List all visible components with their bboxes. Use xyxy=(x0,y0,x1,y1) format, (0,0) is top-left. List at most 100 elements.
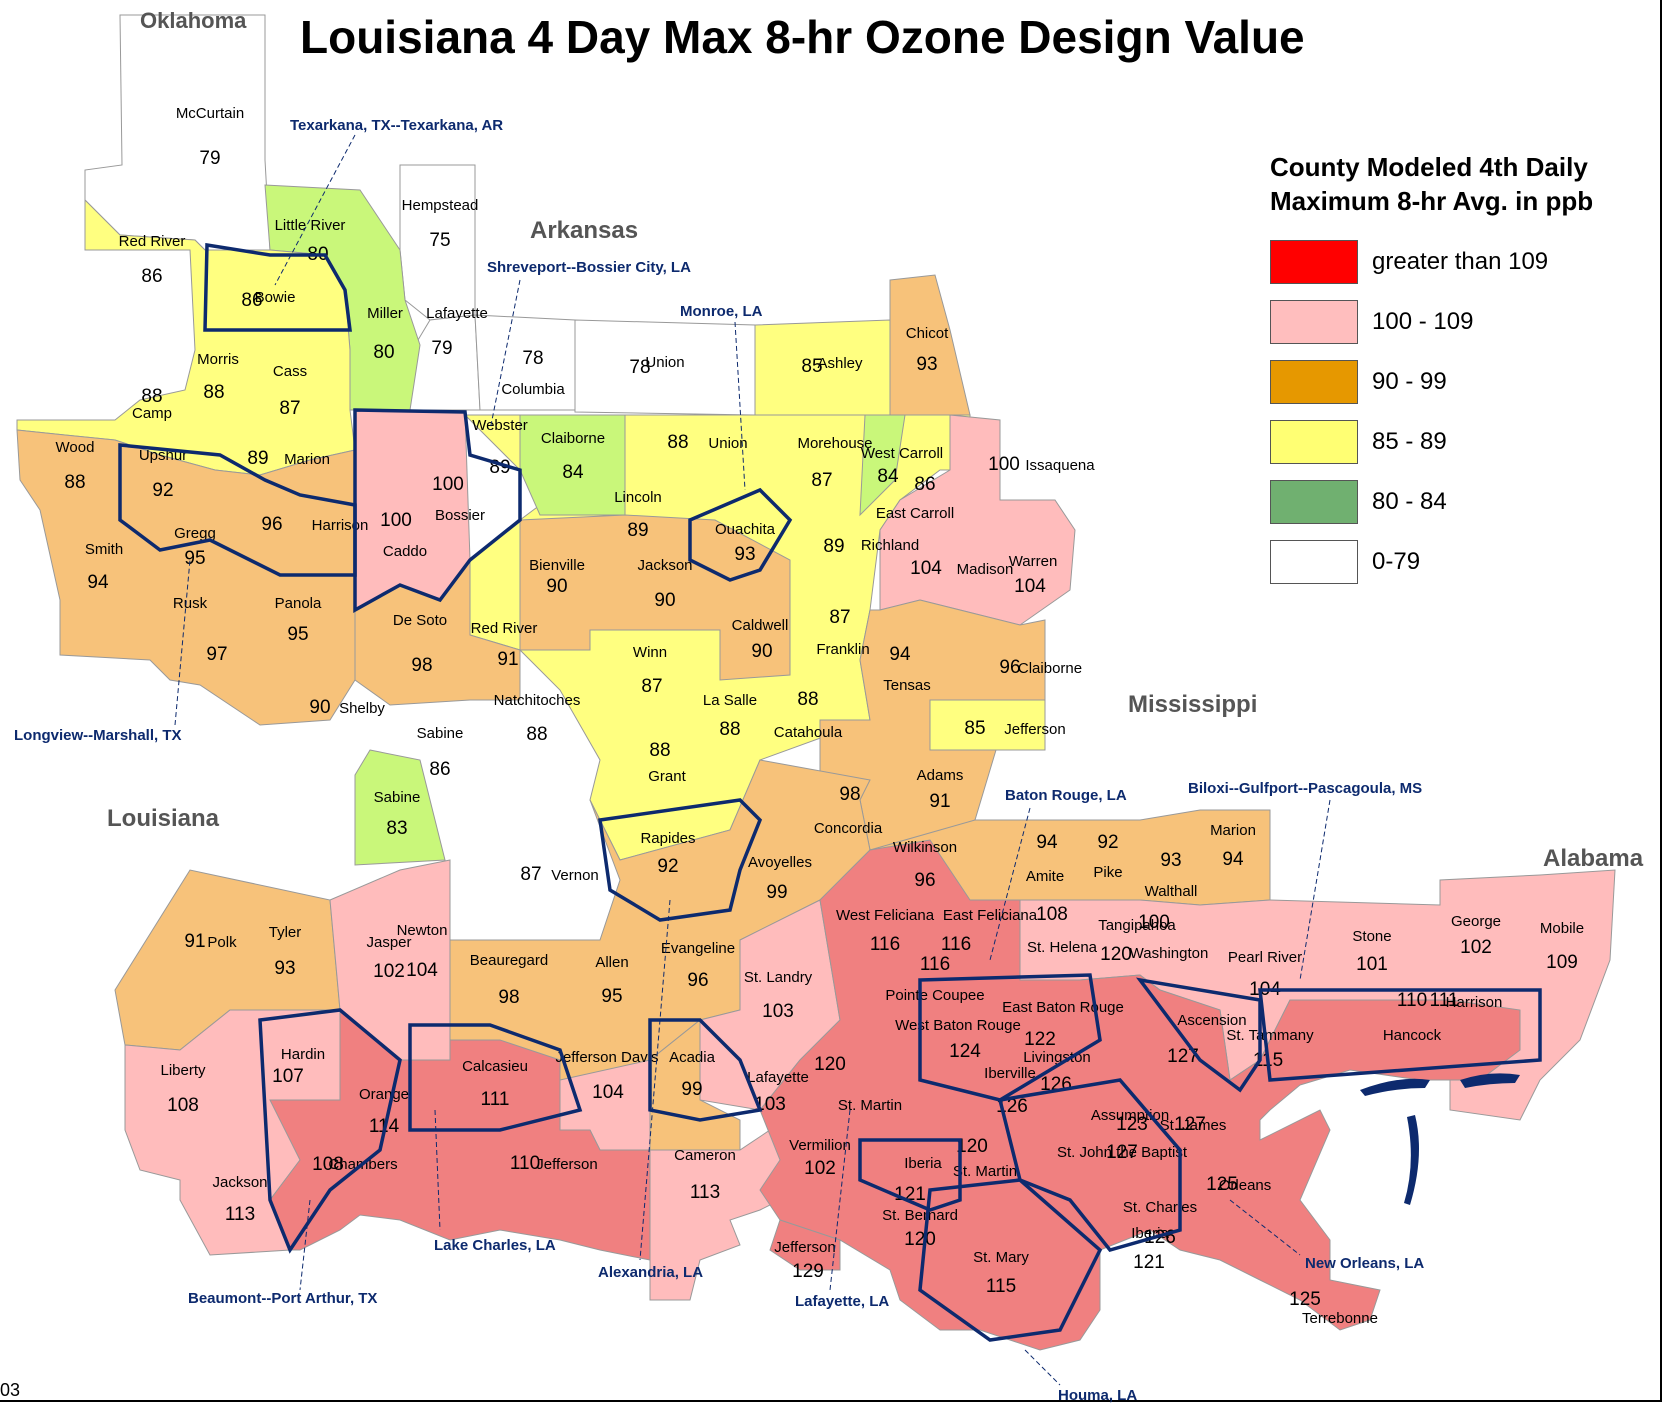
county-value: 93 xyxy=(734,544,755,565)
county-name: Terrebonne xyxy=(1302,1310,1378,1327)
county-label: Richland 89 xyxy=(823,536,919,557)
region-claiborne-la xyxy=(519,414,626,516)
msa-label-beaumont: Beaumont--Port Arthur, TX xyxy=(188,1290,377,1307)
county-value: 110 xyxy=(510,1153,540,1174)
county-name: Lafourche xyxy=(0,0,33,4)
county-name: George xyxy=(1451,913,1501,930)
county-name: Issaquena xyxy=(1025,457,1095,474)
county-name: Caldwell xyxy=(732,617,789,634)
county-name: Walthall xyxy=(1145,883,1198,900)
legend-swatch xyxy=(1270,240,1358,284)
county-name: Stone xyxy=(1352,928,1391,945)
county-name: Richland xyxy=(861,537,919,554)
county-name: Orleans xyxy=(1219,1177,1272,1194)
county-name: Vermilion xyxy=(789,1137,851,1154)
county-value: 92 xyxy=(1097,832,1118,853)
county-name: Hempstead xyxy=(402,197,479,214)
county-name: East Carroll xyxy=(876,505,954,522)
county-value: 111 xyxy=(1430,990,1459,1011)
county-value: 98 xyxy=(498,987,519,1008)
county-name: Miller xyxy=(367,305,403,322)
county-name: Union xyxy=(708,435,747,452)
county-name: Evangeline xyxy=(661,940,735,957)
county-name: Wilkinson xyxy=(893,839,957,856)
county-value: 86 xyxy=(914,474,935,495)
county-name: Jefferson xyxy=(536,1156,597,1173)
county-name: Washington xyxy=(1130,945,1209,962)
county-name: Tensas xyxy=(883,677,931,694)
county-name: St. Mary xyxy=(973,1249,1029,1266)
county-name: Gregg xyxy=(174,525,216,542)
legend-title: County Modeled 4th Daily Maximum 8-hr Av… xyxy=(1270,150,1593,218)
msa-outlines xyxy=(118,242,1542,1342)
county-name: Caddo xyxy=(383,543,427,560)
county-name: St. John the Baptist xyxy=(1057,1144,1188,1161)
county-name: Union xyxy=(645,354,684,371)
county-value: 90 xyxy=(751,641,772,662)
county-name: Marion xyxy=(1210,822,1256,839)
county-value: 110 xyxy=(1397,990,1427,1011)
county-value: 88 xyxy=(719,719,740,740)
county-value: 88 xyxy=(797,689,818,710)
county-value: 94 xyxy=(87,572,109,593)
county-name: Chicot xyxy=(906,325,949,342)
county-value: 96 xyxy=(261,514,282,535)
county-value: 121 xyxy=(1133,1252,1165,1273)
county-name: Concordia xyxy=(814,820,883,837)
msa-label-alexandria: Alexandria, LA xyxy=(598,1264,703,1281)
county-name: Jefferson xyxy=(1004,721,1065,738)
county-name: St. Landry xyxy=(744,969,813,986)
county-name: La Salle xyxy=(703,692,757,709)
county-value: 124 xyxy=(949,1041,981,1062)
county-name: Winn xyxy=(633,644,667,661)
msa-label-baton-rouge: Baton Rouge, LA xyxy=(1005,787,1127,804)
legend-row: 80 - 84 xyxy=(1270,480,1600,526)
county-value: 95 xyxy=(287,624,308,645)
county-value: 89 xyxy=(247,448,268,469)
county-name: Hancock xyxy=(1383,1027,1442,1044)
county-value: 129 xyxy=(792,1261,824,1282)
county-value: 78 xyxy=(629,357,650,378)
region-east-texas-orange xyxy=(16,429,356,726)
county-value: 89 xyxy=(823,536,844,557)
county-value: 116 xyxy=(920,954,950,975)
county-name: Amite xyxy=(1026,868,1064,885)
county-value: 127 xyxy=(1106,1142,1138,1163)
msa-label-texarkana: Texarkana, TX--Texarkana, AR xyxy=(290,117,503,134)
msa-label-biloxi: Biloxi--Gulfport--Pascagoula, MS xyxy=(1188,780,1422,797)
legend-title-line2: Maximum 8-hr Avg. in ppb xyxy=(1270,186,1594,216)
county-name: Avoyelles xyxy=(748,854,812,871)
msa-leader-lines xyxy=(174,134,1331,1386)
county-value: 108 xyxy=(1036,904,1068,925)
county-name: St. Martin xyxy=(953,1163,1017,1180)
county-value: 87 xyxy=(829,607,850,628)
county-value: 90 xyxy=(654,590,675,611)
county-name: Tangipahoa xyxy=(1098,917,1176,934)
state-label-mississippi: Mississippi xyxy=(1128,691,1257,718)
county-value: 88 xyxy=(141,386,162,407)
